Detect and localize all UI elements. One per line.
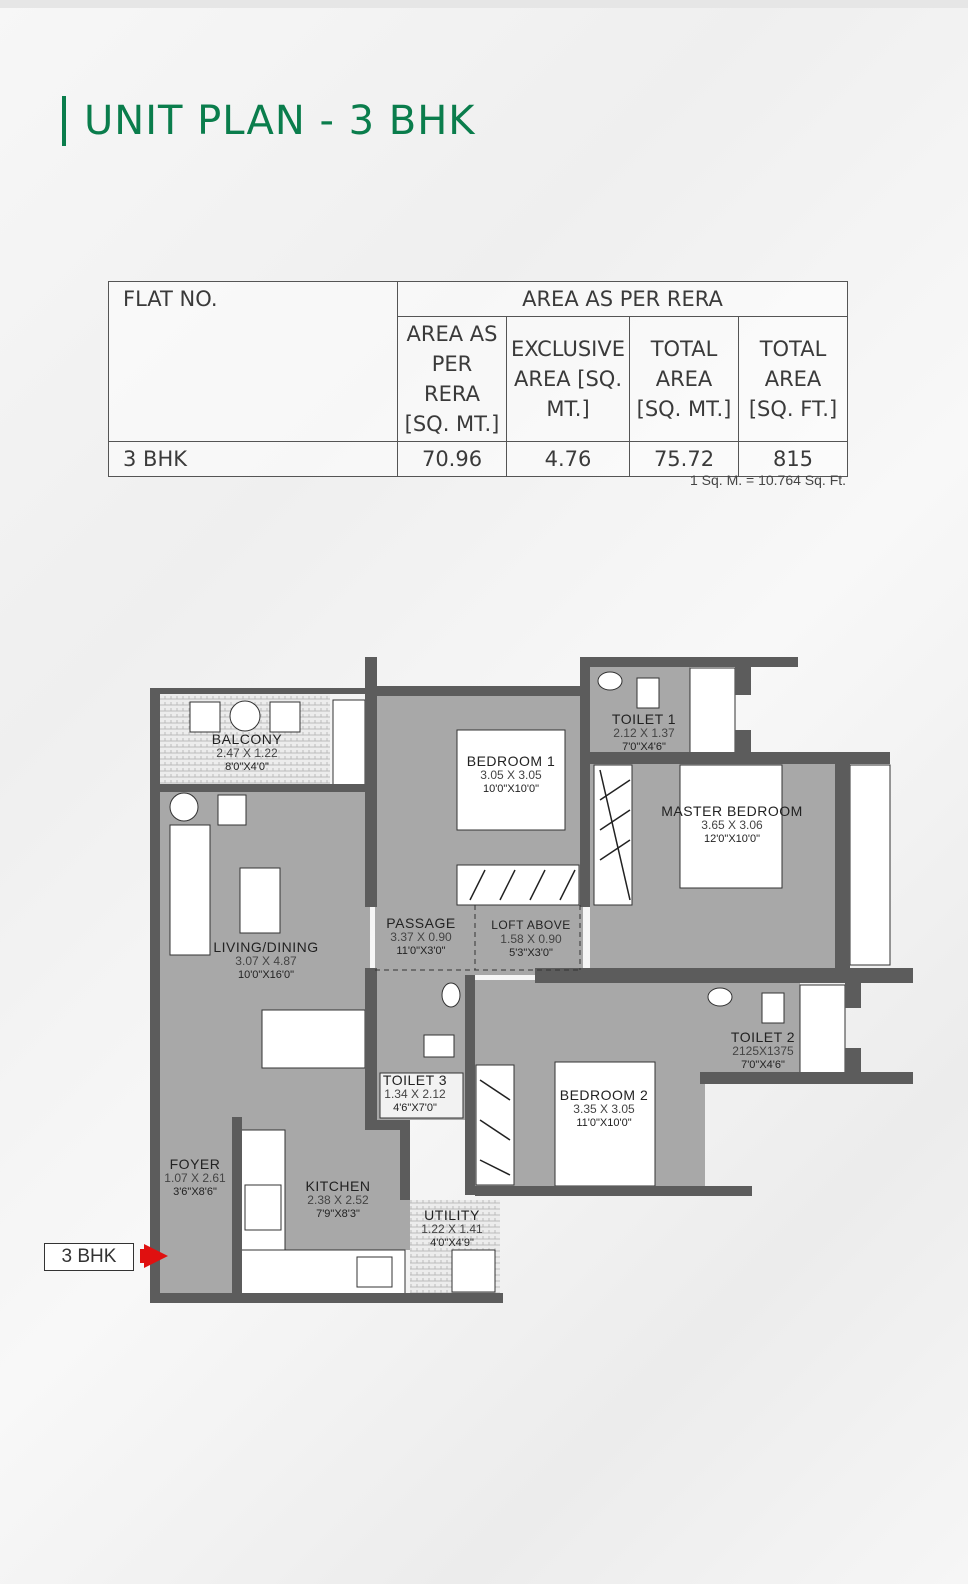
page-title: UNIT PLAN - 3 BHK [62,96,476,146]
value-cell: 70.96 [397,441,508,477]
flat-cell: 3 BHK [107,441,399,477]
room-size-metric: 3.65 X 3.06 [701,818,763,832]
column-header: TOTAL AREA [SQ. MT.] [629,316,739,442]
room-name: UTILITY [424,1207,480,1223]
room-size-metric: 3.35 X 3.05 [573,1102,635,1116]
room-size-imperial: 8'0"X4'0" [225,761,269,773]
room-label-master-bedroom: MASTER BEDROOM 3.65 X 3.06 12'0"X10'0" [661,804,803,846]
page-title-text: UNIT PLAN - 3 BHK [84,98,476,144]
room-label-foyer: FOYER 1.07 X 2.61 3'6"X8'6" [164,1157,225,1199]
room-size-metric: 1.22 X 1.41 [421,1222,483,1236]
room-name: BEDROOM 2 [559,1087,649,1103]
room-label-bedroom-2: BEDROOM 2 3.35 X 3.05 11'0"X10'0" [560,1088,649,1130]
column-header: TOTAL AREA [SQ. FT.] [738,316,848,442]
title-accent-bar [62,96,66,146]
room-name: PASSAGE [386,915,456,931]
room-size-metric: 1.07 X 2.61 [164,1171,226,1185]
room-size-metric: 3.07 X 4.87 [235,954,297,968]
value-cell: 75.72 [629,441,739,477]
room-size-imperial: 4'0"X4'9" [430,1237,474,1249]
room-name: MASTER BEDROOM [661,803,803,819]
bed [554,1061,656,1187]
room-size-metric: 1.34 X 2.12 [384,1087,446,1101]
rera-area-table: FLAT NO. AREA AS PER RERA AREA AS PER RE… [107,281,848,477]
bed [456,729,566,831]
room-size-imperial: 10'0"X16'0" [237,969,295,981]
room-size-metric: 2.47 X 1.22 [216,746,278,760]
room-label-toilet-2: TOILET 2 2125X1375 7'0"X4'6" [731,1030,795,1072]
room-size-imperial: 7'9"X8'3" [316,1208,360,1220]
room-size-imperial: 10'0"X10'0" [482,783,540,795]
room-name: TOILET 2 [730,1029,796,1045]
bed [679,764,783,889]
room-name: KITCHEN [305,1178,371,1194]
room-label-loft-above: LOFT ABOVE 1.58 X 0.90 5'3"X3'0" [491,918,570,960]
table-row: 3 BHK 70.96 4.76 75.72 815 [107,441,848,477]
room-size-metric: 2.12 X 1.37 [613,726,675,740]
room-size-imperial: 7'0"X4'6" [741,1059,785,1071]
room-label-toilet-1: TOILET 1 2.12 X 1.37 7'0"X4'6" [612,712,676,754]
room-size-imperial: 11'0"X10'0" [576,1117,632,1129]
room-size-metric: 3.37 X 0.90 [390,930,452,944]
room-name: BEDROOM 1 [466,753,556,769]
room-size-imperial: 11'0"X3'0" [396,945,446,957]
room-name: FOYER [169,1156,221,1172]
room-name: TOILET 3 [382,1072,448,1088]
column-header: AREA AS PER RERA [SQ. MT.] [397,316,508,442]
room-name: BALCONY [211,731,283,747]
room-name: TOILET 1 [611,711,677,727]
room-label-utility: UTILITY 1.22 X 1.41 4'0"X4'9" [421,1208,482,1250]
room-label-living-dining: LIVING/DINING 3.07 X 4.87 10'0"X16'0" [213,940,318,982]
room-size-imperial: 7'0"X4'6" [622,741,666,753]
top-border [0,0,968,8]
room-name: LIVING/DINING [213,939,319,955]
room-size-imperial: 4'6"X7'0" [393,1102,437,1114]
room-size-imperial: 5'3"X3'0" [509,947,553,959]
conversion-note: 1 Sq. M. = 10.764 Sq. Ft. [690,472,847,488]
room-label-balcony: BALCONY 2.47 X 1.22 8'0"X4'0" [212,732,282,774]
room-label-passage: PASSAGE 3.37 X 0.90 11'0"X3'0" [386,916,455,958]
room-size-metric: 3.05 X 3.05 [480,768,542,782]
entrance-label: 3 BHK [44,1243,134,1271]
room-size-metric: 1.58 X 0.90 [500,932,562,946]
room-name: LOFT ABOVE [491,918,571,932]
room-label-bedroom-1: BEDROOM 1 3.05 X 3.05 10'0"X10'0" [467,754,556,796]
value-cell: 4.76 [506,441,630,477]
room-size-metric: 2125X1375 [732,1044,794,1058]
flat-no-header: FLAT NO. [107,281,399,442]
column-header: EXCLUSIVE AREA [SQ. MT.] [506,316,630,442]
room-label-toilet-3: TOILET 3 1.34 X 2.12 4'6"X7'0" [383,1073,447,1115]
room-size-imperial: 3'6"X8'6" [173,1186,217,1198]
value-cell: 815 [738,441,848,477]
room-size-metric: 2.38 X 2.52 [307,1193,369,1207]
entry-arrow-icon [144,1244,168,1268]
room-size-imperial: 12'0"X10'0" [703,833,761,845]
room-label-kitchen: KITCHEN 2.38 X 2.52 7'9"X8'3" [306,1179,371,1221]
